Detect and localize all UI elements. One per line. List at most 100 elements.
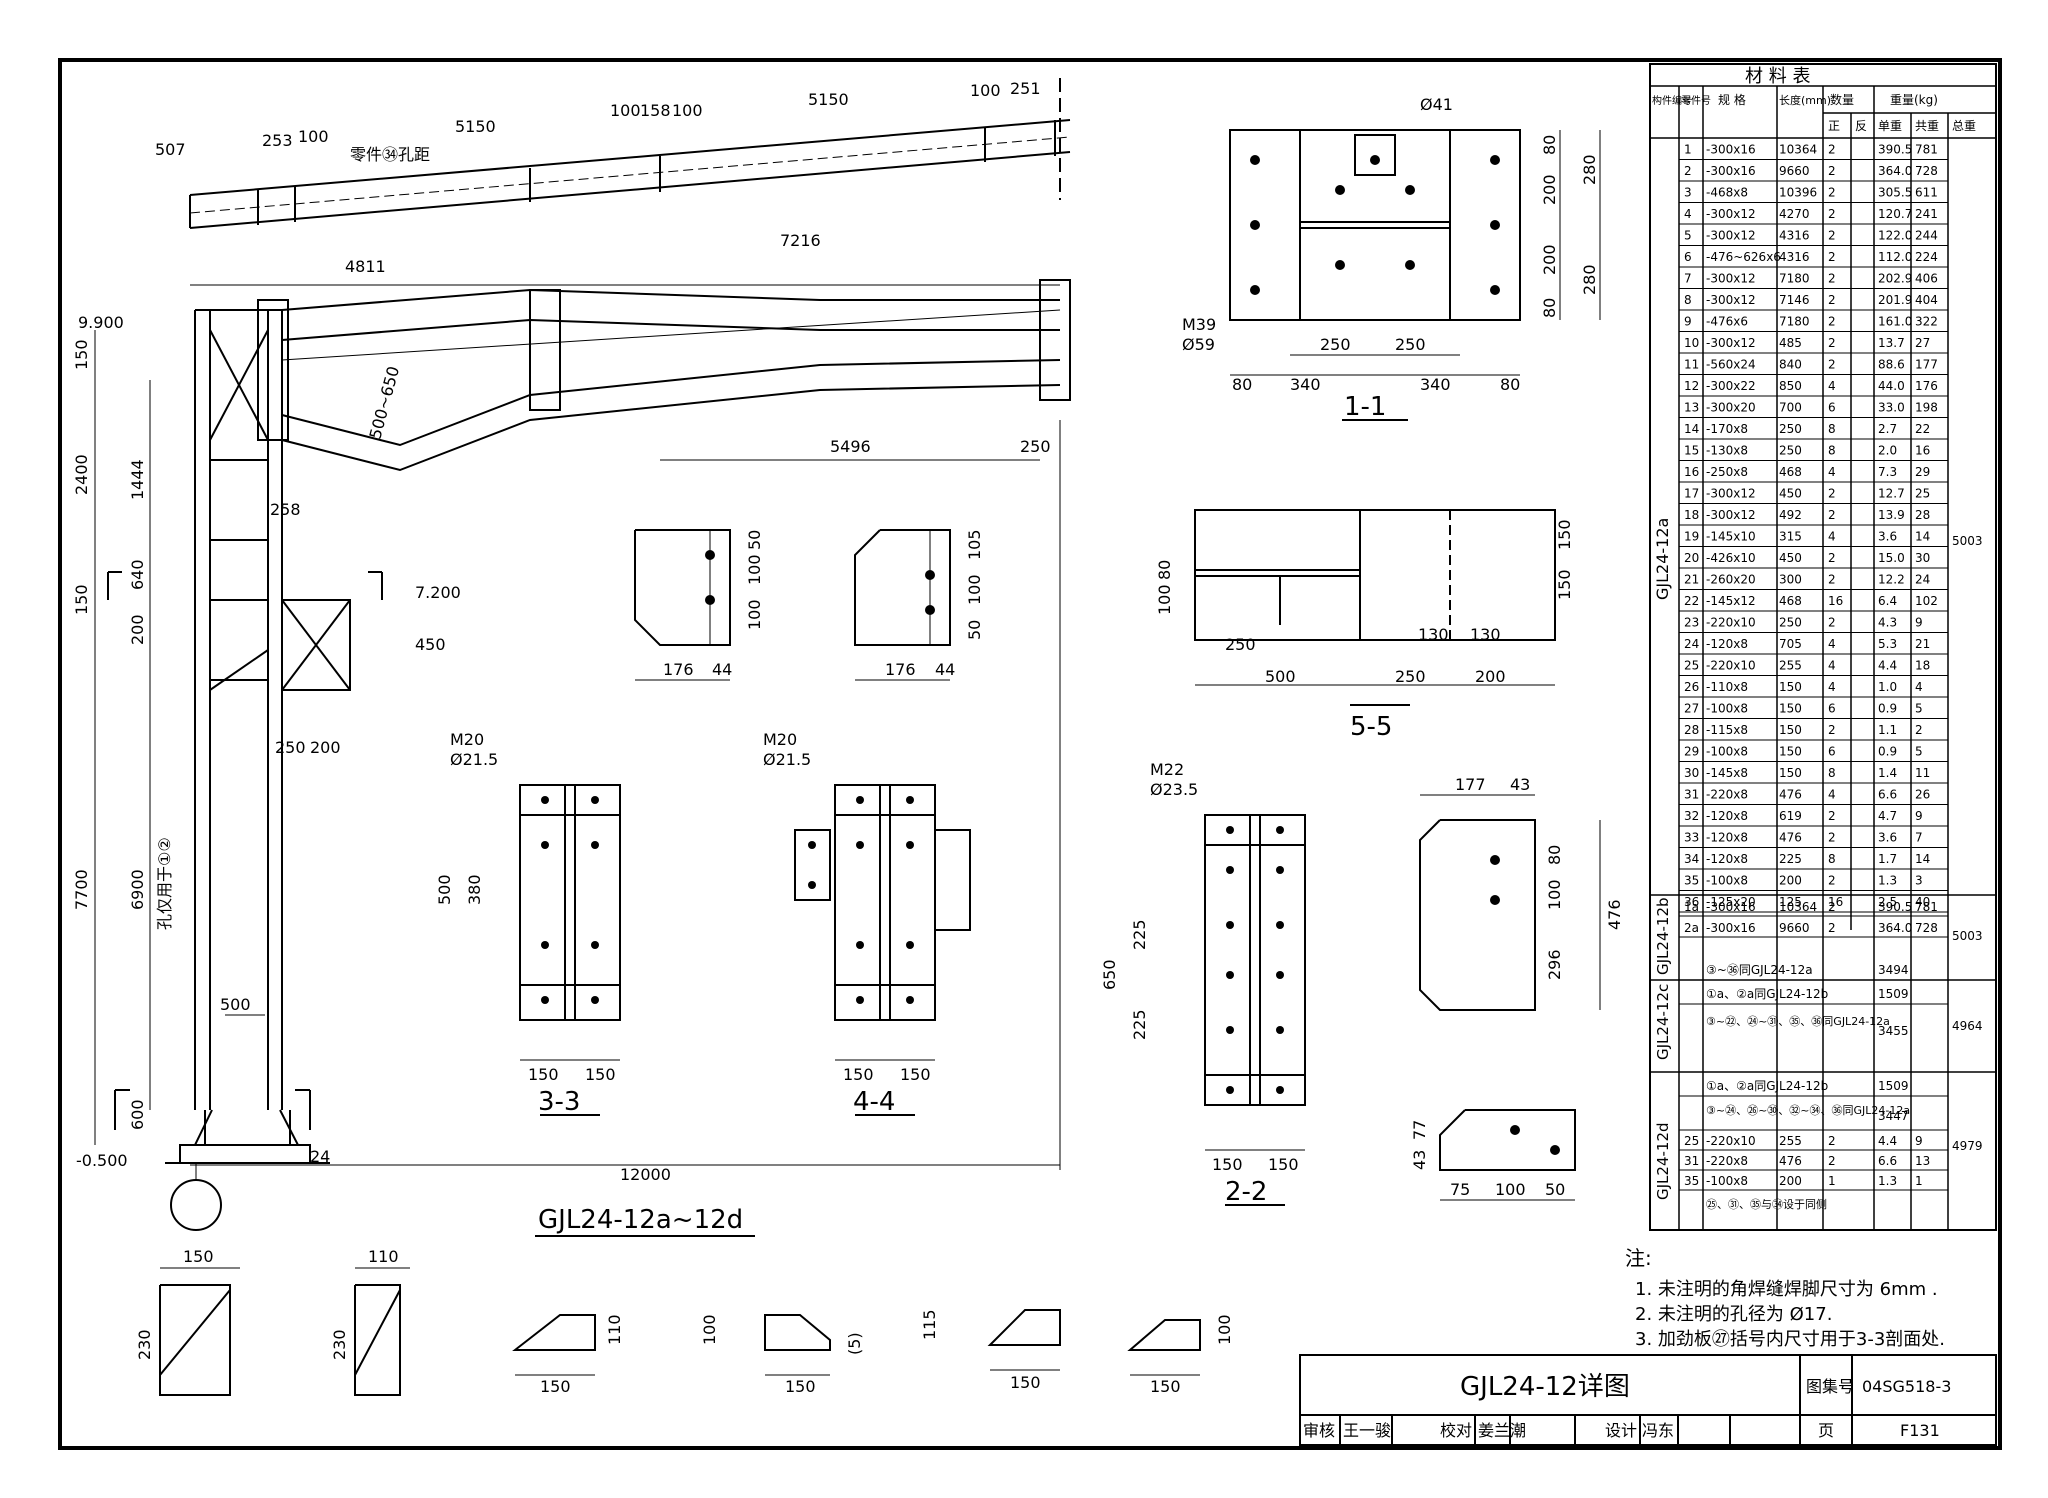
cell-a-21-2: 468 [1779,594,1802,608]
s22-150b: 150 [1268,1155,1299,1174]
cell-a-12-2: 700 [1779,401,1802,415]
header-member: 构件编号 [1652,94,1692,107]
cell-a-10-6: 177 [1915,358,1938,372]
cell-a-1-6: 728 [1915,164,1938,178]
cell-d-0-0: 25 [1684,1134,1699,1148]
s55-dim-150a: 150 [1555,519,1574,550]
cell-a-33-5: 1.7 [1878,852,1897,866]
cell-a-18-1: -145x10 [1706,530,1756,544]
cell-a-9-0: 10 [1684,336,1699,350]
cell-b-0-3: 2 [1828,900,1836,914]
cell-a-18-3: 4 [1828,530,1836,544]
dim-100-d: 100 [970,81,1001,100]
cell-a-21-5: 6.4 [1878,594,1897,608]
cell-a-17-2: 492 [1779,508,1802,522]
cell-a-26-3: 6 [1828,702,1836,716]
stiffener-parts [159,1267,1201,1396]
cell-a-9-1: -300x12 [1706,336,1756,350]
s55-dim-250: 250 [1225,635,1256,654]
cell-b-1-1: -300x16 [1706,921,1756,935]
cell-a-34-5: 1.3 [1878,874,1897,888]
cell-a-23-3: 4 [1828,637,1836,651]
s11-hole41: Ø41 [1420,95,1453,114]
p27-5: (5) [845,1332,864,1355]
dim-500-650: 500~650 [366,364,404,441]
cell-a-7-0: 8 [1684,293,1692,307]
cell-a-5-6: 224 [1915,250,1938,264]
dim-4811: 4811 [345,257,386,276]
cell-b-1-3: 2 [1828,921,1836,935]
cell-a-15-1: -250x8 [1706,465,1748,479]
cell-a-8-1: -476x6 [1706,315,1748,329]
dim-251: 251 [1010,79,1041,98]
dim-600: 600 [128,1099,147,1130]
section-2-2-title: 2-2 [1225,1177,1267,1207]
hole-note: 孔仅用于①② [155,837,174,930]
cell-a-1-0: 2 [1684,164,1692,178]
cell-a-10-3: 2 [1828,358,1836,372]
cell-a-9-3: 2 [1828,336,1836,350]
cell-b-0-1: -300x16 [1706,900,1756,914]
cell-d-1-0: 31 [1684,1154,1699,1168]
cell-a-16-2: 450 [1779,487,1802,501]
p23-100b: 100 [745,599,764,630]
dim-7216: 7216 [780,231,821,250]
group-c-total: 4964 [1952,1019,1983,1033]
p34-43: 43 [1410,1150,1429,1170]
group-d-label: GJL24-12d [1654,1122,1672,1200]
cell-a-12-5: 33.0 [1878,401,1905,415]
cell-a-13-5: 2.7 [1878,422,1897,436]
cell-a-29-6: 11 [1915,766,1930,780]
cell-a-15-0: 16 [1684,465,1699,479]
p25-50: 50 [965,620,984,640]
section-4-4-title: 4-4 [853,1087,895,1117]
level-top: 9.900 [78,313,124,332]
cell-a-15-5: 7.3 [1878,465,1897,479]
cell-a-3-1: -300x12 [1706,207,1756,221]
p23-176: 176 [663,660,694,679]
cell-a-22-0: 23 [1684,616,1699,630]
cell-d-1-6: 13 [1915,1154,1930,1168]
dim-500: 500 [220,995,251,1014]
cell-a-6-0: 7 [1684,272,1692,286]
cell-a-18-2: 315 [1779,530,1802,544]
cell-a-34-6: 3 [1915,874,1923,888]
cell-a-7-3: 2 [1828,293,1836,307]
cell-a-33-0: 34 [1684,852,1699,866]
header-part: 零件号 [1681,95,1711,107]
cell-a-30-5: 6.6 [1878,788,1897,802]
section-4-4-labels: 4-4 M20 Ø21.5 150 150 [763,730,931,1117]
cell-a-8-0: 9 [1684,315,1692,329]
dim-158: 158 [640,101,671,120]
notes-heading: 注: [1625,1246,1652,1270]
s11-dim-80b: 80 [1500,375,1520,394]
cell-a-32-1: -120x8 [1706,831,1748,845]
p25-176: 176 [885,660,916,679]
cell-a-3-0: 4 [1684,207,1692,221]
cell-a-16-6: 25 [1915,487,1930,501]
cell-a-21-0: 22 [1684,594,1699,608]
cell-a-2-0: 3 [1684,186,1692,200]
dim-250: 250 [1020,437,1051,456]
s55-dim-100: 100 [1155,584,1174,615]
header-length: 长度(mm) [1779,93,1831,107]
cell-a-3-2: 4270 [1779,207,1810,221]
cell-b-0-2: 10364 [1779,900,1817,914]
s33-380: 380 [465,874,484,905]
cell-a-19-3: 2 [1828,551,1836,565]
cell-a-2-1: -468x8 [1706,186,1748,200]
p27-150: 150 [785,1377,816,1396]
cell-a-9-5: 13.7 [1878,336,1905,350]
cell-a-12-1: -300x20 [1706,401,1756,415]
p34-50: 50 [1545,1180,1565,1199]
cell-b-1-6: 728 [1915,921,1938,935]
s55-dim-130b: 130 [1470,625,1501,644]
cell-a-28-6: 5 [1915,745,1923,759]
elevation-caption: GJL24-12a~12d [538,1205,743,1235]
p34-75: 75 [1450,1180,1470,1199]
cell-a-16-0: 17 [1684,487,1699,501]
cell-a-18-6: 14 [1915,530,1930,544]
part-23-detail [634,529,731,681]
cell-b-0-5: 390.5 [1878,900,1912,914]
